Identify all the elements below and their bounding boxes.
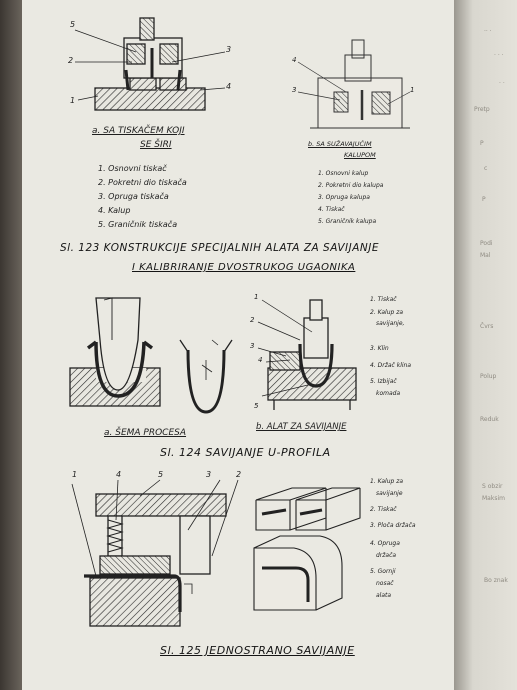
facing-page-text: Podi — [480, 240, 493, 247]
fig123-a-list-item: 3. Opruga tiskača — [98, 192, 169, 201]
fig124-legend-item: savijanje, — [376, 320, 405, 327]
facing-page-text: Mal — [480, 252, 491, 259]
fig125-callout: 3 — [206, 470, 212, 479]
fig124-callout: 1 — [254, 293, 259, 301]
fig123-b-drawing — [297, 39, 411, 129]
fig123-b-list-item: 5. Graničnik kalupa — [318, 218, 377, 225]
fig124-legend-item: 2. Kalup za — [370, 309, 404, 316]
fig123-a-drawing — [74, 17, 226, 111]
fig125-title: Sl. 125 JEDNOSTRANO SAVIJANJE — [160, 644, 355, 657]
fig123-a-caption: a. SA TISKAČEM KOJI — [92, 126, 185, 136]
fig123-a-list-item: 2. Pokretni dio tiskača — [98, 178, 187, 187]
fig124-legend-item: komada — [376, 390, 401, 397]
fig123-b-callout: 4 — [292, 56, 297, 64]
fig125-legend-item: držača — [376, 552, 397, 559]
fig123-a-callout: 1 — [70, 96, 76, 105]
book-spine-shadow — [0, 0, 22, 690]
facing-page-text: Pretp — [474, 106, 490, 113]
fig125-legend-item: 2. Tiskač — [370, 506, 397, 513]
fig125-legend-item: savijanje — [376, 490, 403, 497]
fig123-b-callout: 1 — [410, 86, 415, 94]
fig124-b-caption: b. ALAT ZA SAVIJANJE — [256, 422, 347, 432]
fig125-legend-item: 1. Kalup za — [370, 478, 404, 485]
fig123-b-list-item: 2. Pokretni dio kalupa — [318, 182, 384, 189]
facing-page-text: Maksim — [482, 495, 505, 502]
facing-page-text: P — [480, 140, 484, 147]
fig123-a-list-item: 5. Graničnik tiskača — [98, 220, 178, 229]
fig125-legend-item: 4. Opruga — [370, 540, 400, 547]
fig124-title: Sl. 124 SAVIJANJE U-PROFILA — [160, 446, 331, 459]
fig123-b-list-item: 1. Osnovni kalup — [318, 170, 369, 177]
fig123-a-list-item: 1. Osnovni tiskač — [98, 164, 167, 173]
fig123-a-caption: SE ŠIRI — [140, 140, 172, 150]
fig125-callout: 1 — [72, 470, 78, 479]
fig125-legend-item: 5. Gornji — [370, 568, 396, 575]
fig123-a-callout: 4 — [226, 82, 232, 91]
facing-page-text: S obzir — [482, 483, 503, 490]
fig123-b-list-item: 3. Opruga kalupa — [318, 194, 370, 201]
fig123-b-caption: b. SA SUŽAVAJUĆIM — [308, 140, 372, 148]
fig124-legend-item: 5. Izbijač — [370, 378, 397, 385]
facing-page-text: Čvrs — [480, 323, 494, 330]
fig124-callout: 3 — [250, 342, 255, 350]
fig123-a-list-item: 4. Kalup — [98, 206, 131, 215]
fig124-legend-item: 3. Klin — [370, 345, 389, 352]
fig125-legend-item: 3. Ploča držača — [370, 522, 416, 529]
fig123-a-callout: 3 — [226, 45, 232, 54]
fig124-legend-item: 1. Tiskač — [370, 296, 397, 303]
facing-page-text: Polup — [480, 373, 497, 380]
fig124-callout: 4 — [258, 356, 263, 364]
facing-page-text: Reduk — [480, 416, 499, 423]
fig123-a-callout: 5 — [70, 20, 76, 29]
fig124-a-bending-detail — [179, 339, 233, 414]
fig123-a-callout: 2 — [68, 56, 74, 65]
fig125-legend-item: nosač — [376, 580, 394, 587]
fig123-title: Sl. 123 KONSTRUKCIJE SPECIJALNIH ALATA Z… — [60, 242, 379, 254]
fig125-callout: 2 — [236, 470, 242, 479]
fig125-left-drawing — [71, 479, 239, 627]
fig124-callout: 5 — [254, 402, 259, 410]
fig124-a-caption: a. ŠEMA PROCESA — [104, 428, 187, 438]
fig123-b-callout: 3 — [292, 86, 297, 94]
fig124-a-drawing — [69, 297, 161, 407]
fig124-legend-item: 4. Držač klina — [370, 362, 412, 369]
fig123-b-list-item: 4. Tiskač — [318, 206, 345, 213]
fig124-b-drawing — [257, 299, 357, 410]
fig123-title: I KALIBRIRANJE DVOSTRUKOG UGAONIKA — [132, 262, 356, 273]
facing-page: ·· · · · · · · Pretp P c P Podi Mal Čvrs… — [454, 0, 517, 690]
fig125-callout: 4 — [116, 470, 122, 479]
fig124-callout: 2 — [250, 316, 255, 324]
fig123-b-caption: KALUPOM — [344, 151, 376, 159]
fig125-right-drawing — [253, 487, 361, 611]
facing-page-text: P — [482, 196, 486, 203]
fig125-callout: 5 — [158, 470, 164, 479]
fig125-legend-item: alata — [376, 592, 392, 599]
facing-page-text: c — [484, 165, 488, 172]
facing-page-text: Bo znak — [484, 577, 508, 584]
